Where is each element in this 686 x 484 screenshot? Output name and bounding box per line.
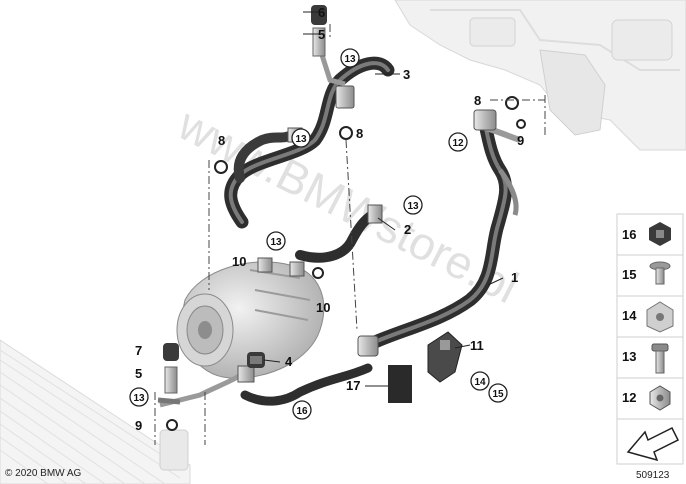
circled-callout-13: 13 [266,231,286,251]
hose-3 [224,54,395,229]
circled-callout-13: 13 [340,48,360,68]
callout-7: 7 [135,343,142,358]
callout-9: 9 [135,418,142,433]
callout-2: 2 [404,222,411,237]
hose-1 [361,109,521,352]
service-valve-bottom [157,343,181,405]
callout-9: 9 [517,133,524,148]
callout-10: 10 [316,300,330,315]
circled-callout-16: 16 [292,400,312,420]
expanding-rivet-icon [649,261,671,285]
svg-text:13: 13 [407,201,419,212]
circled-callout-14: 14 [470,371,490,391]
service-valve-top [311,5,327,57]
callout-8: 8 [474,93,481,108]
compressor [176,257,325,379]
condenser [0,339,191,484]
copyright: © 2020 BMW AG [5,468,82,479]
part-4 [247,352,265,368]
bracket-11 [427,331,463,383]
svg-text:13: 13 [133,393,145,404]
svg-text:14: 14 [474,377,486,388]
legend-number: 13 [622,349,636,364]
callout-17: 17 [346,378,360,393]
diagram-id: 509123 [636,470,670,481]
legend-number: 14 [622,308,637,323]
bolt-icon [651,343,669,374]
callout-11: 11 [470,338,484,353]
callout-5: 5 [318,27,325,42]
callout-3: 3 [403,67,410,82]
circled-callout-12: 12 [448,132,468,152]
guide-lines [154,24,546,445]
circled-callout-13: 13 [129,387,149,407]
circled-callout-13: 13 [291,128,311,148]
clip-nut-icon [646,301,674,333]
circled-callout-15: 15 [488,383,508,403]
legend-number: 12 [622,390,636,405]
callout-5: 5 [135,366,142,381]
svg-text:13: 13 [270,237,282,248]
callout-8: 8 [218,133,225,148]
small-parts-legend: 16 15 14 13 12 [616,213,684,465]
leader-lines [263,11,504,387]
legend-number: 15 [622,267,636,282]
hvac-housing [394,0,686,151]
push-clip-icon [649,222,671,246]
view-direction-arrow-icon [626,426,680,462]
callout-4: 4 [285,354,293,369]
callout-8: 8 [356,126,363,141]
svg-text:16: 16 [296,406,308,417]
callout-10: 10 [232,254,246,269]
svg-text:13: 13 [344,54,356,65]
callout-6: 6 [318,5,325,20]
line-16 [159,363,373,408]
callout-1: 1 [511,270,518,285]
pressure-sensor-connector [357,335,412,403]
legend-number: 16 [622,227,636,242]
circled-callout-13: 13 [403,195,423,215]
svg-text:12: 12 [452,138,464,149]
seal-rings [166,96,526,431]
hex-nut-icon [649,385,671,411]
svg-text:13: 13 [295,134,307,145]
svg-text:15: 15 [492,389,504,400]
